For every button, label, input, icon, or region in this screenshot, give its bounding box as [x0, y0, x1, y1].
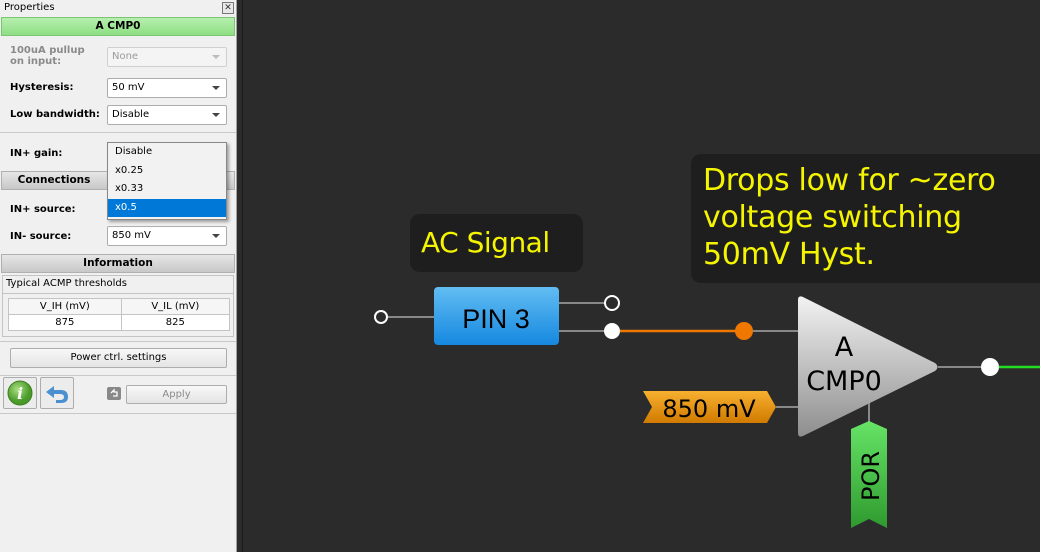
wires: [387, 302, 1040, 424]
in-minus-source-value: 850 mV: [112, 230, 151, 241]
por-tag[interactable]: POR: [851, 421, 887, 528]
info-icon: i: [7, 380, 33, 406]
undo-button[interactable]: [40, 377, 74, 409]
pin3-block[interactable]: PIN 3: [434, 287, 559, 345]
note-line: 50mV Hyst.: [703, 237, 875, 272]
dropdown-option[interactable]: x0.25: [115, 164, 144, 176]
divider: [0, 413, 236, 414]
note-line: voltage switching: [703, 200, 962, 235]
chevron-down-icon: [212, 86, 220, 90]
hysteresis-label: Hysteresis:: [10, 82, 74, 93]
apply-button[interactable]: Apply: [126, 385, 227, 404]
dropdown-option-selected[interactable]: x0.5: [108, 198, 226, 217]
vref-tag[interactable]: 850 mV: [643, 391, 776, 423]
pin-output-port[interactable]: [604, 323, 620, 339]
note-line: Drops low for ~zero: [703, 163, 996, 198]
in-minus-source-select[interactable]: 850 mV: [107, 226, 227, 246]
chevron-down-icon: [212, 55, 220, 59]
column-header: V_IL (mV): [120, 298, 231, 315]
power-ctrl-settings-button[interactable]: Power ctrl. settings: [10, 348, 227, 368]
divider: [0, 341, 236, 342]
schematic-canvas[interactable]: AC Signal Drops low for ~zero voltage sw…: [242, 0, 1040, 552]
pullup-label: 100uA pullup on input:: [10, 45, 85, 67]
table-cell: 825: [120, 314, 231, 331]
por-label: POR: [857, 451, 885, 501]
hysteresis-value: 50 mV: [112, 82, 145, 93]
pin-input-port[interactable]: [374, 310, 388, 324]
dropdown-option[interactable]: x0.33: [115, 183, 144, 194]
pullup-value: None: [112, 51, 139, 62]
note-text: Drops low for ~zero voltage switching 50…: [703, 162, 996, 273]
svg-text:i: i: [17, 384, 23, 403]
thresholds-box: Typical ACMP thresholds V_IH (mV)V_IL (m…: [2, 275, 234, 337]
information-header: Information: [1, 254, 235, 273]
in-plus-source-label: IN+ source:: [10, 204, 76, 215]
undo-icon: [46, 386, 68, 403]
table-cell: 875: [8, 314, 122, 331]
wire-node[interactable]: [735, 322, 753, 340]
in-minus-source-label: IN- source:: [10, 231, 72, 242]
chevron-down-icon: [212, 113, 220, 117]
comparator-block[interactable]: A CMP0: [798, 296, 938, 437]
hysteresis-select[interactable]: 50 mV: [107, 78, 227, 98]
close-icon[interactable]: ✕: [222, 2, 234, 14]
panel-title: Properties: [0, 0, 236, 17]
divider: [0, 375, 236, 376]
pin-output-port-open[interactable]: [604, 295, 620, 311]
column-header: V_IH (mV): [8, 298, 122, 315]
pullup-select: None: [107, 47, 227, 67]
vref-label: 850 mV: [662, 395, 756, 423]
pin-label: PIN 3: [462, 304, 530, 334]
revert-icon[interactable]: [107, 387, 121, 400]
schematic: PIN 3 A CMP0 850 mV POR: [374, 287, 1040, 528]
low-bandwidth-label: Low bandwidth:: [10, 109, 100, 120]
low-bandwidth-select[interactable]: Disable: [107, 105, 227, 125]
gain-dropdown-list[interactable]: Disable x0.25 x0.33 x0.5: [107, 142, 227, 220]
chevron-down-icon: [212, 234, 220, 238]
block-header: A CMP0: [1, 17, 235, 36]
divider: [0, 132, 236, 133]
thresholds-caption: Typical ACMP thresholds: [3, 276, 233, 294]
note-zvs[interactable]: Drops low for ~zero voltage switching 50…: [691, 154, 1040, 283]
comparator-label-line1: A: [835, 332, 854, 363]
note-ac-signal[interactable]: AC Signal: [410, 214, 583, 272]
comparator-output-port[interactable]: [981, 358, 999, 376]
dropdown-option[interactable]: Disable: [115, 146, 153, 157]
comparator-label-line2: CMP0: [806, 366, 882, 397]
properties-panel: Properties ✕ A CMP0 100uA pullup on inpu…: [0, 0, 237, 552]
info-button[interactable]: i: [3, 377, 37, 409]
note-text: AC Signal: [421, 226, 550, 259]
in-gain-label: IN+ gain:: [10, 148, 63, 159]
low-bandwidth-value: Disable: [112, 109, 150, 120]
